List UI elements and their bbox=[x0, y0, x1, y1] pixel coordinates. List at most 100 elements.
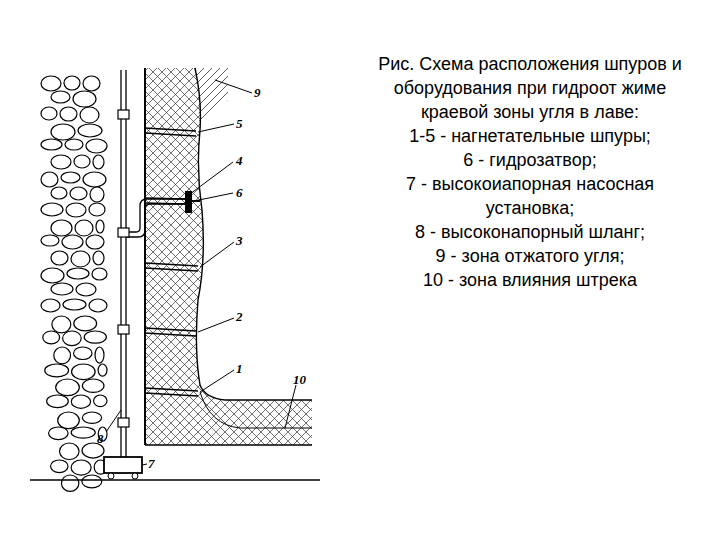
rubble-stone bbox=[64, 76, 80, 90]
rubble-stone bbox=[70, 187, 87, 200]
rubble-stone bbox=[62, 235, 83, 249]
rubble-stone bbox=[80, 107, 99, 123]
rubble-stone bbox=[96, 220, 104, 233]
rubble-stone bbox=[47, 395, 69, 408]
rubble-stone bbox=[51, 124, 75, 140]
rubble-stone bbox=[67, 268, 89, 279]
rubble-stone bbox=[83, 172, 106, 187]
rubble-stone bbox=[95, 347, 104, 363]
rubble-stone bbox=[60, 107, 77, 121]
rubble-stone bbox=[93, 155, 104, 169]
pump-wheel bbox=[132, 473, 138, 479]
rubble-stone bbox=[51, 283, 73, 295]
rubble-stone bbox=[72, 364, 96, 380]
high-pressure-hose bbox=[121, 70, 185, 458]
callout-number: 4 bbox=[236, 154, 243, 167]
legend-note: 9 - зона отжатого угля; bbox=[362, 244, 698, 268]
pump-wheel bbox=[108, 473, 114, 479]
rubble-stone bbox=[82, 379, 104, 392]
rubble-stone bbox=[89, 299, 107, 312]
rubble-stone bbox=[51, 91, 70, 103]
rubble-stone bbox=[45, 364, 69, 377]
drift-zone-boundary bbox=[200, 392, 312, 428]
figure-caption-block: Рис. Схема расположения шпуров и оборудо… bbox=[362, 52, 698, 292]
rubble-stone bbox=[94, 395, 107, 407]
pump-unit bbox=[104, 457, 142, 473]
legend-note: 10 - зона влияния штрека bbox=[362, 268, 698, 292]
rubble-stone bbox=[86, 235, 104, 249]
rubble-stone bbox=[56, 379, 80, 396]
drift-line bbox=[145, 444, 312, 446]
rubble-stone bbox=[63, 299, 86, 310]
rubble-stone bbox=[92, 268, 107, 280]
callout-number: 8 bbox=[97, 432, 104, 445]
callout-number: 10 bbox=[293, 373, 306, 386]
rubble-stone bbox=[66, 203, 86, 217]
callout-number: 6 bbox=[236, 186, 243, 199]
rubble-stone bbox=[41, 235, 59, 246]
rubble-stone bbox=[49, 427, 69, 440]
rubble-stone bbox=[82, 443, 104, 458]
rubble-stone bbox=[71, 427, 95, 438]
rubble-stone bbox=[41, 139, 62, 150]
rubble-stone bbox=[98, 364, 107, 376]
legend-note: 7 - высокоиапорная насосная установка; bbox=[362, 172, 698, 220]
boreholes bbox=[145, 128, 198, 396]
rubble-stone bbox=[89, 203, 105, 216]
rubble-stone bbox=[74, 316, 97, 331]
rubble-stone bbox=[71, 460, 91, 475]
rubble-stone bbox=[82, 475, 102, 488]
rubble-stone bbox=[90, 187, 104, 202]
rubble-stone bbox=[41, 268, 64, 283]
rubble-stone bbox=[51, 460, 69, 473]
rubble-stone bbox=[51, 251, 68, 265]
rubble-stone bbox=[71, 251, 90, 267]
rubble-stone bbox=[82, 412, 101, 423]
rubble-stone bbox=[78, 124, 102, 137]
callout-number: 5 bbox=[236, 117, 243, 130]
goaf-rubble bbox=[41, 76, 107, 491]
rubble-stone bbox=[51, 155, 71, 169]
rubble-stone bbox=[41, 172, 58, 187]
rubble-stone bbox=[86, 139, 107, 153]
rubble-stone bbox=[41, 299, 60, 312]
rubble-stone bbox=[43, 331, 60, 344]
leader-lines bbox=[106, 80, 296, 465]
rubble-stone bbox=[76, 283, 96, 296]
zone-boundary bbox=[195, 68, 312, 400]
rubble-stone bbox=[60, 443, 80, 460]
callout-number: 1 bbox=[236, 362, 243, 375]
rubble-stone bbox=[41, 76, 61, 91]
rubble-stone bbox=[84, 331, 106, 343]
callout-number: 9 bbox=[254, 86, 261, 99]
figure-caption: Рис. Схема расположения шпуров и оборудо… bbox=[362, 52, 698, 124]
rubble-stone bbox=[74, 155, 90, 168]
floor-line bbox=[30, 479, 320, 481]
rubble-stone bbox=[73, 91, 96, 107]
legend-note: 6 - гидрозатвор; bbox=[362, 148, 698, 172]
rubble-stone bbox=[51, 187, 67, 199]
hose-joints bbox=[118, 110, 129, 427]
callout-number: 3 bbox=[236, 234, 243, 247]
legend-note: 8 - высоконапорный шланг; bbox=[362, 220, 698, 244]
rubble-stone bbox=[52, 316, 71, 333]
rubble-stone bbox=[93, 251, 104, 265]
callout-number: 7 bbox=[148, 457, 155, 470]
rubble-stone bbox=[41, 203, 63, 216]
rubble-stone bbox=[74, 347, 93, 360]
rubble-stone bbox=[61, 172, 80, 183]
rubble-stone bbox=[54, 347, 71, 364]
callout-number: 2 bbox=[236, 310, 243, 323]
rubble-stone bbox=[65, 139, 83, 150]
rubble-stone bbox=[75, 220, 93, 236]
rubble-stone bbox=[51, 220, 72, 236]
rubble-stone bbox=[58, 412, 80, 429]
rubble-stone bbox=[63, 331, 82, 346]
rubble-stone bbox=[71, 395, 90, 408]
rubble-stone bbox=[83, 76, 100, 91]
squeezed-zone bbox=[145, 68, 312, 445]
hydro-seal bbox=[185, 191, 192, 213]
rubble-stone bbox=[61, 475, 78, 491]
legend-note: 1-5 - нагнетательные шпуры; bbox=[362, 124, 698, 148]
